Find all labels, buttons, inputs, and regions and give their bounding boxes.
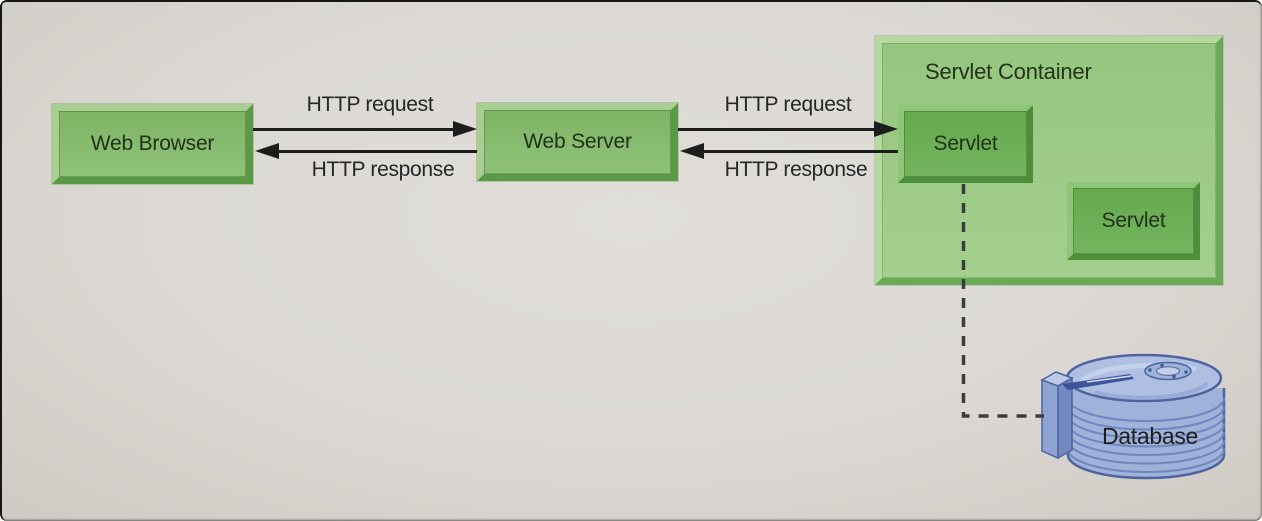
node-web-browser-label: Web Browser — [90, 132, 215, 155]
arrow-line-response-2 — [704, 150, 898, 153]
edge-label-http-request-2: HTTP request — [724, 93, 852, 116]
arrowhead-left-icon — [680, 143, 704, 159]
node-web-server-label: Web Server — [523, 130, 632, 153]
arrow-line-response-1 — [279, 150, 477, 153]
edge-label-http-request-1: HTTP request — [306, 93, 434, 116]
node-servlet-2-label: Servlet — [1101, 209, 1166, 232]
node-web-browser: Web Browser — [52, 104, 253, 184]
database-label: Database — [1101, 423, 1199, 449]
edge-label-http-response-1: HTTP response — [311, 158, 455, 181]
edge-label-http-response-2: HTTP response — [724, 158, 868, 181]
arrowhead-left-icon — [255, 143, 279, 159]
arrowhead-right-icon — [874, 121, 898, 137]
arrow-line-request-1 — [253, 128, 456, 131]
node-web-server: Web Server — [477, 103, 678, 181]
node-servlet-1: Servlet — [898, 105, 1033, 183]
servlet-container-title: Servlet Container — [925, 59, 1092, 84]
arrow-line-request-2 — [678, 128, 876, 131]
database-icon — [1040, 353, 1226, 480]
node-servlet-2: Servlet — [1067, 182, 1200, 260]
node-servlet-1-label: Servlet — [933, 132, 998, 155]
arrowhead-right-icon — [453, 121, 477, 137]
